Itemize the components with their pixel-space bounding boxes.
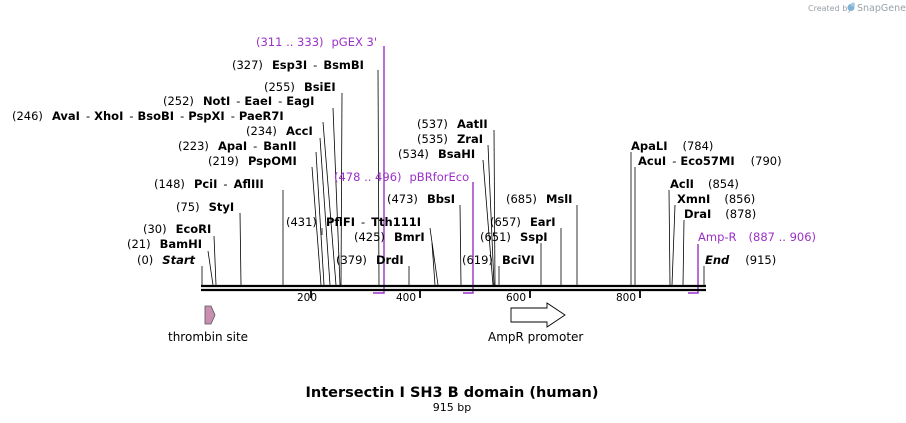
- site-label-acci[interactable]: (234)AccI: [246, 124, 313, 138]
- thrombin-site-arrow-icon: [204, 305, 216, 325]
- sequence-length: 915 bp: [433, 401, 471, 414]
- leader-bamhi: [207, 250, 214, 286]
- site-label-pcii[interactable]: (148)PciI-AflIII: [154, 177, 264, 191]
- leader-noti: [332, 107, 341, 286]
- feature-thrombin-site[interactable]: thrombin site: [168, 305, 248, 344]
- leader-acci: [319, 137, 331, 286]
- tick-label-600: 600: [506, 292, 526, 304]
- site-label-acli[interactable]: AclI(854): [670, 177, 739, 191]
- site-label-aatii[interactable]: (537)AatII: [417, 117, 488, 131]
- leader-acli: [668, 189, 671, 286]
- site-label-sspi[interactable]: (651)SspI: [480, 230, 548, 244]
- leader-bmri: [431, 242, 436, 286]
- leader-zrai: [487, 144, 495, 286]
- site-label-apai[interactable]: (223)ApaI-BanII: [178, 139, 297, 153]
- site-label-drai[interactable]: DraI(878): [684, 207, 756, 221]
- primer-markers: [373, 46, 699, 294]
- site-label-noti[interactable]: (252)NotI-EaeI-EagI: [163, 94, 314, 108]
- leader-styi: [239, 212, 242, 286]
- ampr-promoter-label: AmpR promoter: [488, 330, 583, 344]
- leader-xmni: [671, 204, 676, 286]
- leader-bsiei: [340, 92, 343, 286]
- feature-ampr-promoter[interactable]: AmpR promoter: [488, 302, 583, 344]
- site-label-pspomi[interactable]: (219)PspOMI: [208, 154, 297, 168]
- site-label-zrai[interactable]: (535)ZraI: [417, 132, 483, 146]
- snapgene-brand-text: SnapGene: [857, 3, 906, 14]
- site-label-eari[interactable]: (657)EarI: [490, 215, 556, 229]
- site-label-pflfi[interactable]: (431)PflFI-Tth111I: [286, 215, 421, 229]
- leader-drai: [682, 219, 685, 286]
- site-label-bsiei[interactable]: (255)BsiEI: [264, 80, 336, 94]
- tick-label-200: 200: [297, 292, 317, 304]
- primer-pgex3-marker[interactable]: [373, 46, 385, 294]
- site-label-xmni[interactable]: XmnI(856): [677, 192, 755, 206]
- map-title: Intersectin I SH3 B domain (human): [306, 385, 599, 401]
- site-label-apali[interactable]: ApaLI(784): [631, 139, 713, 153]
- leader-esp3i: [377, 69, 380, 286]
- site-label-acui[interactable]: AcuI-Eco57MI(790): [638, 154, 782, 168]
- leader-aatii: [493, 129, 496, 286]
- leader-pflfi-2: [429, 227, 439, 286]
- site-label-bamhi[interactable]: (21)BamHI: [127, 237, 202, 251]
- site-label-bsahi[interactable]: (534)BsaHI: [398, 147, 475, 161]
- leader-bbsi: [459, 204, 462, 286]
- site-label-bcivi[interactable]: (619)BciVI: [462, 253, 535, 267]
- leader-avai: [322, 121, 337, 286]
- primer-ampr-label[interactable]: Amp-R(887 .. 906): [698, 230, 816, 244]
- site-leader-lines: [201, 69, 705, 286]
- site-label-end[interactable]: End(915): [705, 253, 776, 267]
- primer-ampr-marker[interactable]: [688, 244, 699, 294]
- leader-apai: [315, 151, 325, 286]
- leader-pspomi: [311, 166, 322, 286]
- leader-bsahi: [482, 159, 494, 286]
- site-label-styi[interactable]: (75)StyI: [176, 200, 234, 214]
- thrombin-site-label: thrombin site: [168, 330, 248, 344]
- dna-backbone: [201, 284, 706, 292]
- site-label-avai[interactable]: (246)AvaI-XhoI-BsoBI-PspXI-PaeR7I: [12, 109, 284, 123]
- site-label-drdi[interactable]: (379)DrdI: [336, 253, 404, 267]
- tick-label-800: 800: [616, 292, 636, 304]
- created-by-text: Created by: [808, 4, 852, 13]
- snapgene-branding: Created by SnapGene: [808, 2, 906, 14]
- primer-pgex3-label[interactable]: (311 .. 333)pGEX 3': [256, 35, 377, 49]
- ampr-promoter-arrow-icon: [510, 302, 566, 328]
- site-label-ecori[interactable]: (30)EcoRI: [143, 222, 211, 236]
- snapgene-logo-icon: [847, 2, 855, 11]
- site-label-esp3i[interactable]: (327)Esp3I-BsmBI: [232, 58, 364, 72]
- tick-label-400: 400: [396, 292, 416, 304]
- site-label-msli[interactable]: (685)MslI: [506, 192, 572, 206]
- site-label-start[interactable]: (0)Start: [137, 253, 196, 267]
- site-label-bbsi[interactable]: (473)BbsI: [387, 192, 455, 206]
- leader-ecori: [213, 235, 217, 286]
- primer-pbrforeco-label[interactable]: (478 .. 496)pBRforEco: [334, 170, 469, 184]
- site-label-bmri[interactable]: (425)BmrI: [354, 230, 425, 244]
- scale-ticks: 200 400 600 800: [297, 290, 641, 304]
- primer-pbrforeco-marker[interactable]: [463, 182, 474, 294]
